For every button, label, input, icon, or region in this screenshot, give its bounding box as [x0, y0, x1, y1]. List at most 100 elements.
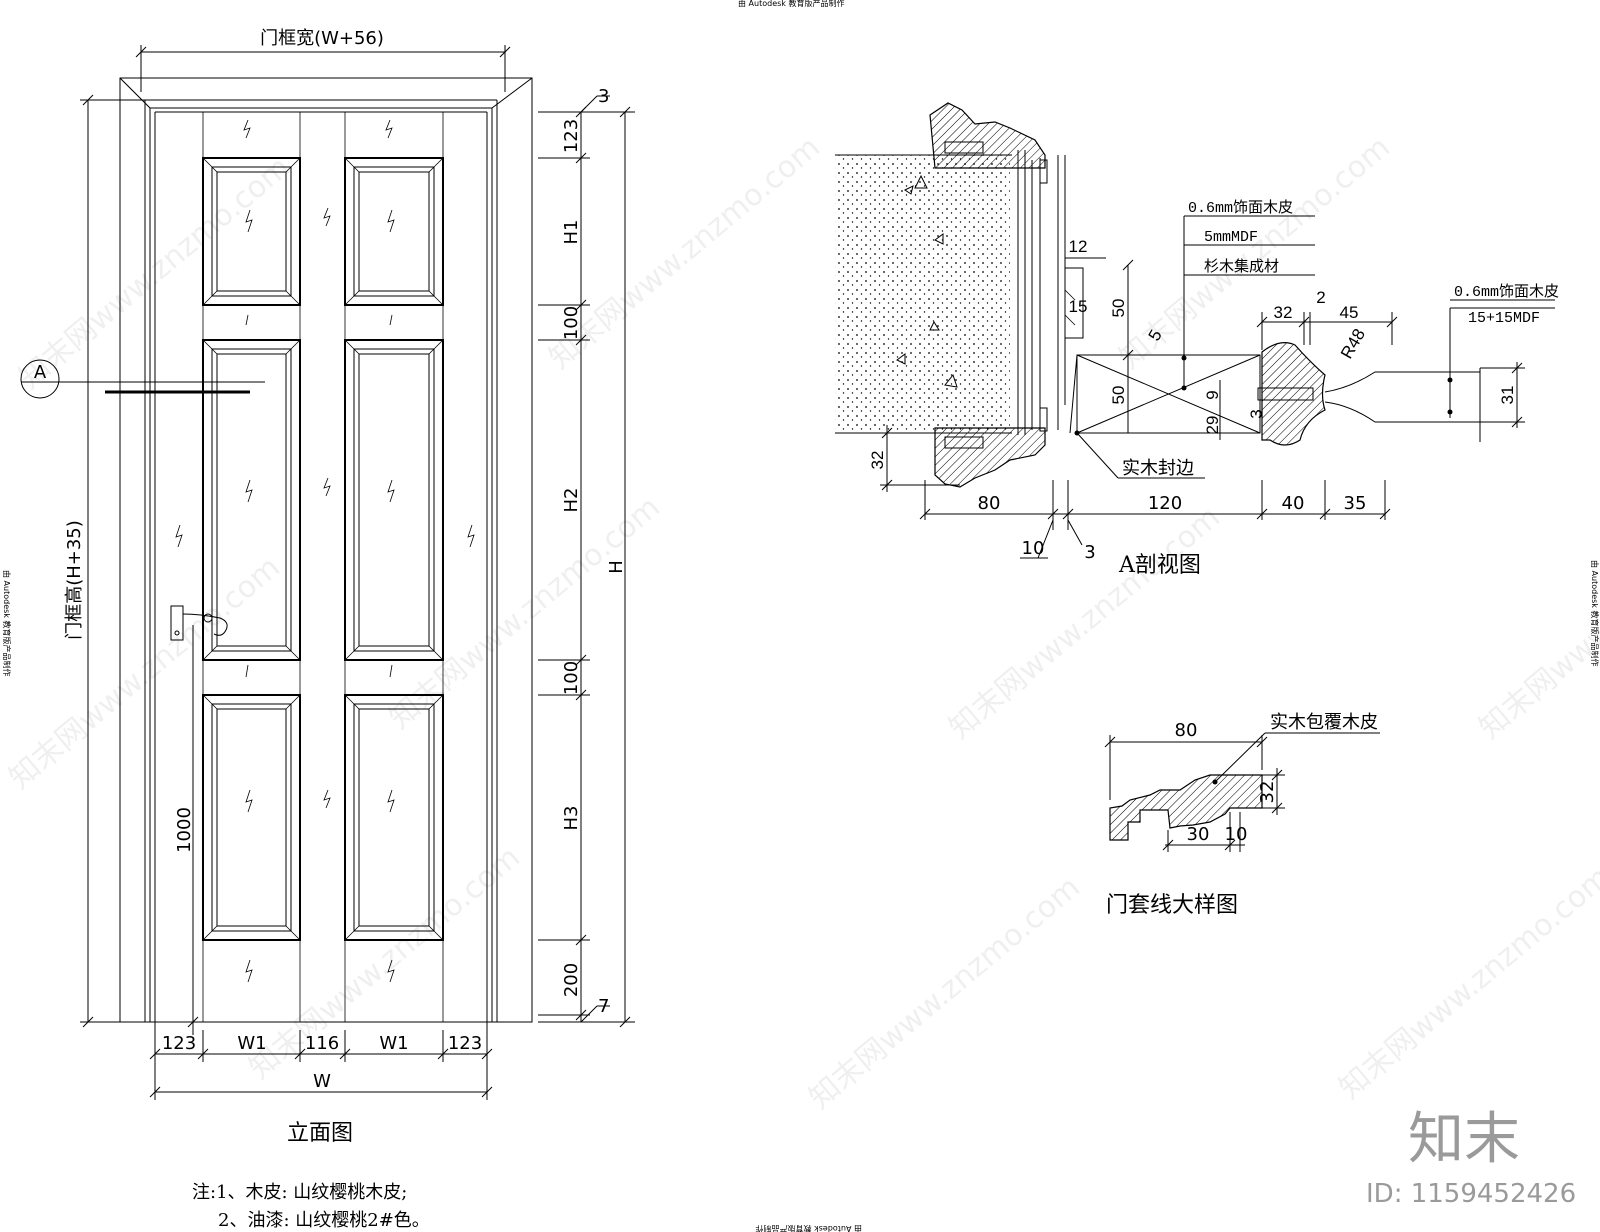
vertical-dimension-chain: 3 123 H1 100 H2 100 H3 200 7 H	[538, 86, 635, 1028]
watermark: 知末网www.znzmo.com	[943, 500, 1227, 746]
watermark: 知末网www.znzmo.com	[1473, 500, 1600, 746]
callout-text: 0.6mm饰面木皮	[1454, 283, 1559, 301]
frame-height-dimension: 门框高(H+35)	[64, 94, 145, 1028]
dim-label: 50	[1109, 299, 1128, 318]
dim-label: 40	[1282, 493, 1305, 514]
note-line: 注:1、木皮: 山纹樱桃木皮;	[192, 1182, 407, 1203]
moulding-profile	[1261, 342, 1326, 446]
casing-detail: 80 32 30 10 实木包覆木皮 门套线大样图	[1104, 712, 1380, 918]
dim-label: 116	[305, 1033, 339, 1054]
casing-detail-title: 门套线大样图	[1106, 893, 1238, 918]
dim-label: 30	[1187, 824, 1210, 845]
dim-label: 200	[561, 963, 582, 997]
raised-panel	[344, 694, 444, 941]
section-a-view: 0.6mm饰面木皮 5mmMDF 杉木集成材 0.6mm饰面木皮 15+15MD…	[835, 102, 1559, 578]
dim-label: H2	[561, 488, 582, 513]
handle-rosette-icon	[203, 613, 213, 623]
frame-height-label: 门框高(H+35)	[64, 520, 85, 640]
autodesk-stamp-left: 由 Autodesk 教育版产品制作	[2, 570, 12, 676]
section-marker-label: A	[34, 362, 47, 383]
casing-profile	[1109, 774, 1263, 841]
callout-text: 15+15MDF	[1468, 310, 1540, 327]
material-callout-1: 0.6mm饰面木皮 5mmMDF 杉木集成材	[1181, 199, 1315, 391]
handle-height-dimension: 1000	[174, 625, 199, 1035]
lever-handle-icon	[182, 613, 228, 636]
section-title: A剖视图	[1118, 553, 1201, 578]
material-label: 实木包覆木皮	[1270, 712, 1378, 733]
autodesk-stamp-top: 由 Autodesk 教育版产品制作	[738, 0, 844, 8]
raised-panel	[344, 339, 444, 661]
brand-id: ID: 1159452426	[1366, 1179, 1576, 1209]
raised-panel	[202, 694, 301, 941]
section-marker-a: A	[20, 359, 265, 399]
door-leaf-core	[1076, 354, 1261, 434]
brand-logo: 知末	[1408, 1107, 1520, 1172]
casing-profile-top	[929, 102, 1046, 169]
dim-label: W1	[379, 1033, 408, 1054]
overall-width-label: W	[313, 1071, 331, 1092]
dim-label: 123	[162, 1033, 196, 1054]
watermark: 知末网www.znzmo.com	[1333, 860, 1600, 1106]
dim-label: 15	[1069, 297, 1088, 316]
thickness-label: 31	[1498, 386, 1517, 405]
raised-panel	[202, 339, 301, 661]
watermark: 知末网www.znzmo.com	[543, 130, 827, 376]
dim-label: 45	[1340, 303, 1359, 322]
frame-width-dimension: 门框宽(W+56)	[135, 28, 511, 92]
raised-panel	[344, 157, 444, 306]
overall-height-label: H	[606, 560, 627, 574]
wall-concrete	[835, 155, 1010, 433]
watermark-layer: 知末网www.znzmo.com 知末网www.znzmo.com 知末网www…	[3, 130, 1600, 1116]
dim-label: 100	[561, 661, 582, 695]
dim-label: 3	[1247, 409, 1266, 418]
section-bottom-dims: 80 120 40 35 10 3	[919, 480, 1391, 563]
dim-label: 80	[978, 493, 1001, 514]
dim-label: 123	[561, 119, 582, 153]
dim-label: 50	[1109, 386, 1128, 405]
dim-label: 35	[1344, 493, 1367, 514]
raised-panel	[202, 157, 301, 306]
dim-label: 10	[1022, 538, 1045, 559]
dim-label: 32	[1257, 781, 1278, 804]
dim-label: H1	[561, 220, 582, 245]
edge-callout: 实木封边	[1074, 430, 1205, 479]
callout-text: 0.6mm饰面木皮	[1188, 199, 1293, 217]
frame-width-label: 门框宽(W+56)	[260, 28, 384, 49]
casing-profile-bottom	[934, 427, 1046, 488]
radius-label: R48	[1337, 325, 1369, 362]
grain-marks	[175, 119, 475, 983]
door-frame-inner	[149, 107, 493, 1023]
watermark: 知末网www.znzmo.com	[803, 870, 1087, 1116]
autodesk-stamp-right: 由 Autodesk 教育版产品制作	[1590, 560, 1600, 666]
dim-label: 3	[598, 86, 609, 107]
dim-label: 2	[1316, 288, 1325, 307]
dim-label: 32	[1274, 303, 1293, 322]
dim-label: 7	[598, 996, 609, 1017]
dim-label: 32	[868, 451, 887, 470]
autodesk-stamp-bottom: 由 Autodesk 教育版产品制作	[756, 1224, 862, 1232]
thickness-dim: 31	[1480, 362, 1525, 428]
dim-label: 120	[1148, 493, 1182, 514]
material-callout-2: 0.6mm饰面木皮 15+15MDF	[1450, 283, 1559, 327]
dim-label: 12	[1069, 237, 1088, 256]
horizontal-dimension-chain: 123 W1 116 W1 123 W	[149, 1022, 493, 1100]
door-handle	[170, 605, 228, 641]
concrete-aggregate	[896, 174, 958, 388]
dim-label: 29	[1203, 416, 1222, 435]
keyhole-icon	[174, 630, 180, 636]
door-stop	[1064, 267, 1084, 339]
dim-label: 123	[448, 1033, 482, 1054]
handle-height-label: 1000	[174, 807, 195, 853]
note-line: 2、油漆: 山纹樱桃2#色。	[218, 1210, 430, 1231]
dim-label: 10	[1225, 824, 1248, 845]
elevation-title: 立面图	[287, 1121, 353, 1146]
edge-label: 实木封边	[1122, 458, 1194, 479]
door-elevation: A 门框宽(W+56) 门框高(H+35) 1000	[20, 28, 635, 1146]
dim-label: W1	[237, 1033, 266, 1054]
dim-label: 80	[1175, 720, 1198, 741]
dim-label: 3	[1084, 542, 1095, 563]
callout-text: 5mmMDF	[1204, 229, 1258, 246]
casing-depth-dim: 32	[868, 425, 960, 492]
brand-block: 知末 ID: 1159452426	[1366, 1107, 1576, 1209]
